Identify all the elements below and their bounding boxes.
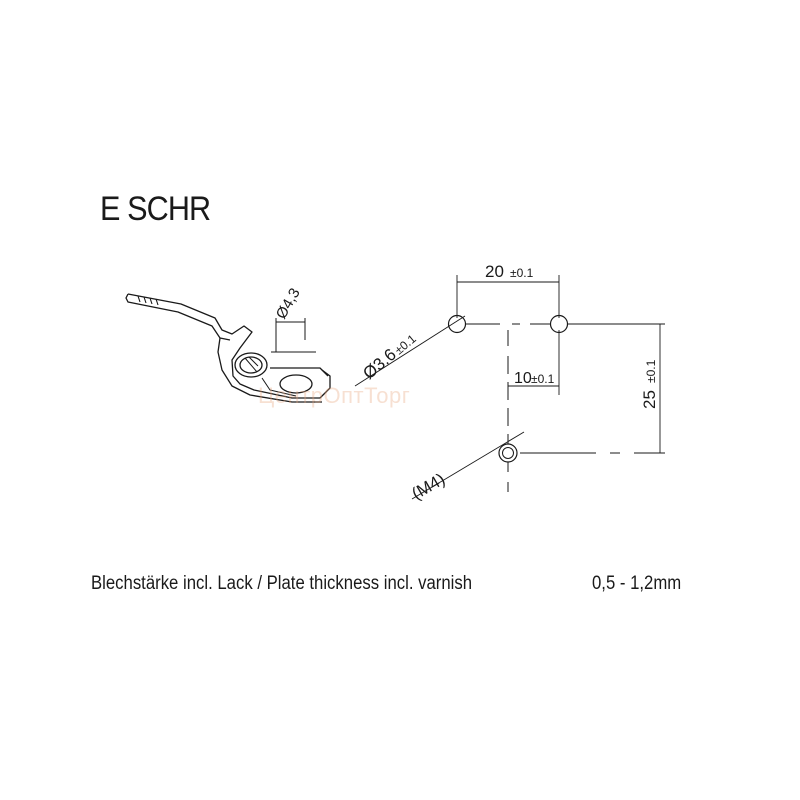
part-dimension-label: Ø4,3 — [273, 285, 304, 322]
height-value: 25 — [640, 390, 659, 409]
part-illustration — [125, 293, 331, 403]
height-tolerance: ±0.1 — [644, 359, 658, 383]
plate-thickness-caption: Blechstärke incl. Lack / Plate thickness… — [91, 573, 473, 594]
watermark-text: ЦентрОптТорг — [258, 383, 411, 408]
hole-pattern — [354, 275, 665, 500]
plate-thickness-value: 0,5 - 1,2mm — [592, 573, 682, 594]
offset-value: 10 — [514, 370, 532, 387]
width-value: 20 — [485, 262, 504, 281]
offset-tolerance: ±0.1 — [531, 372, 555, 386]
watermark: ЦентрОптТорг — [258, 383, 410, 409]
hole-diameter-tolerance: ±0.1 — [392, 331, 419, 357]
hole-diameter-value: Ø3.6 — [359, 345, 399, 383]
width-tolerance: ±0.1 — [510, 266, 534, 280]
thread-label: (M4) — [409, 470, 449, 504]
product-title: E SCHR — [100, 190, 211, 228]
